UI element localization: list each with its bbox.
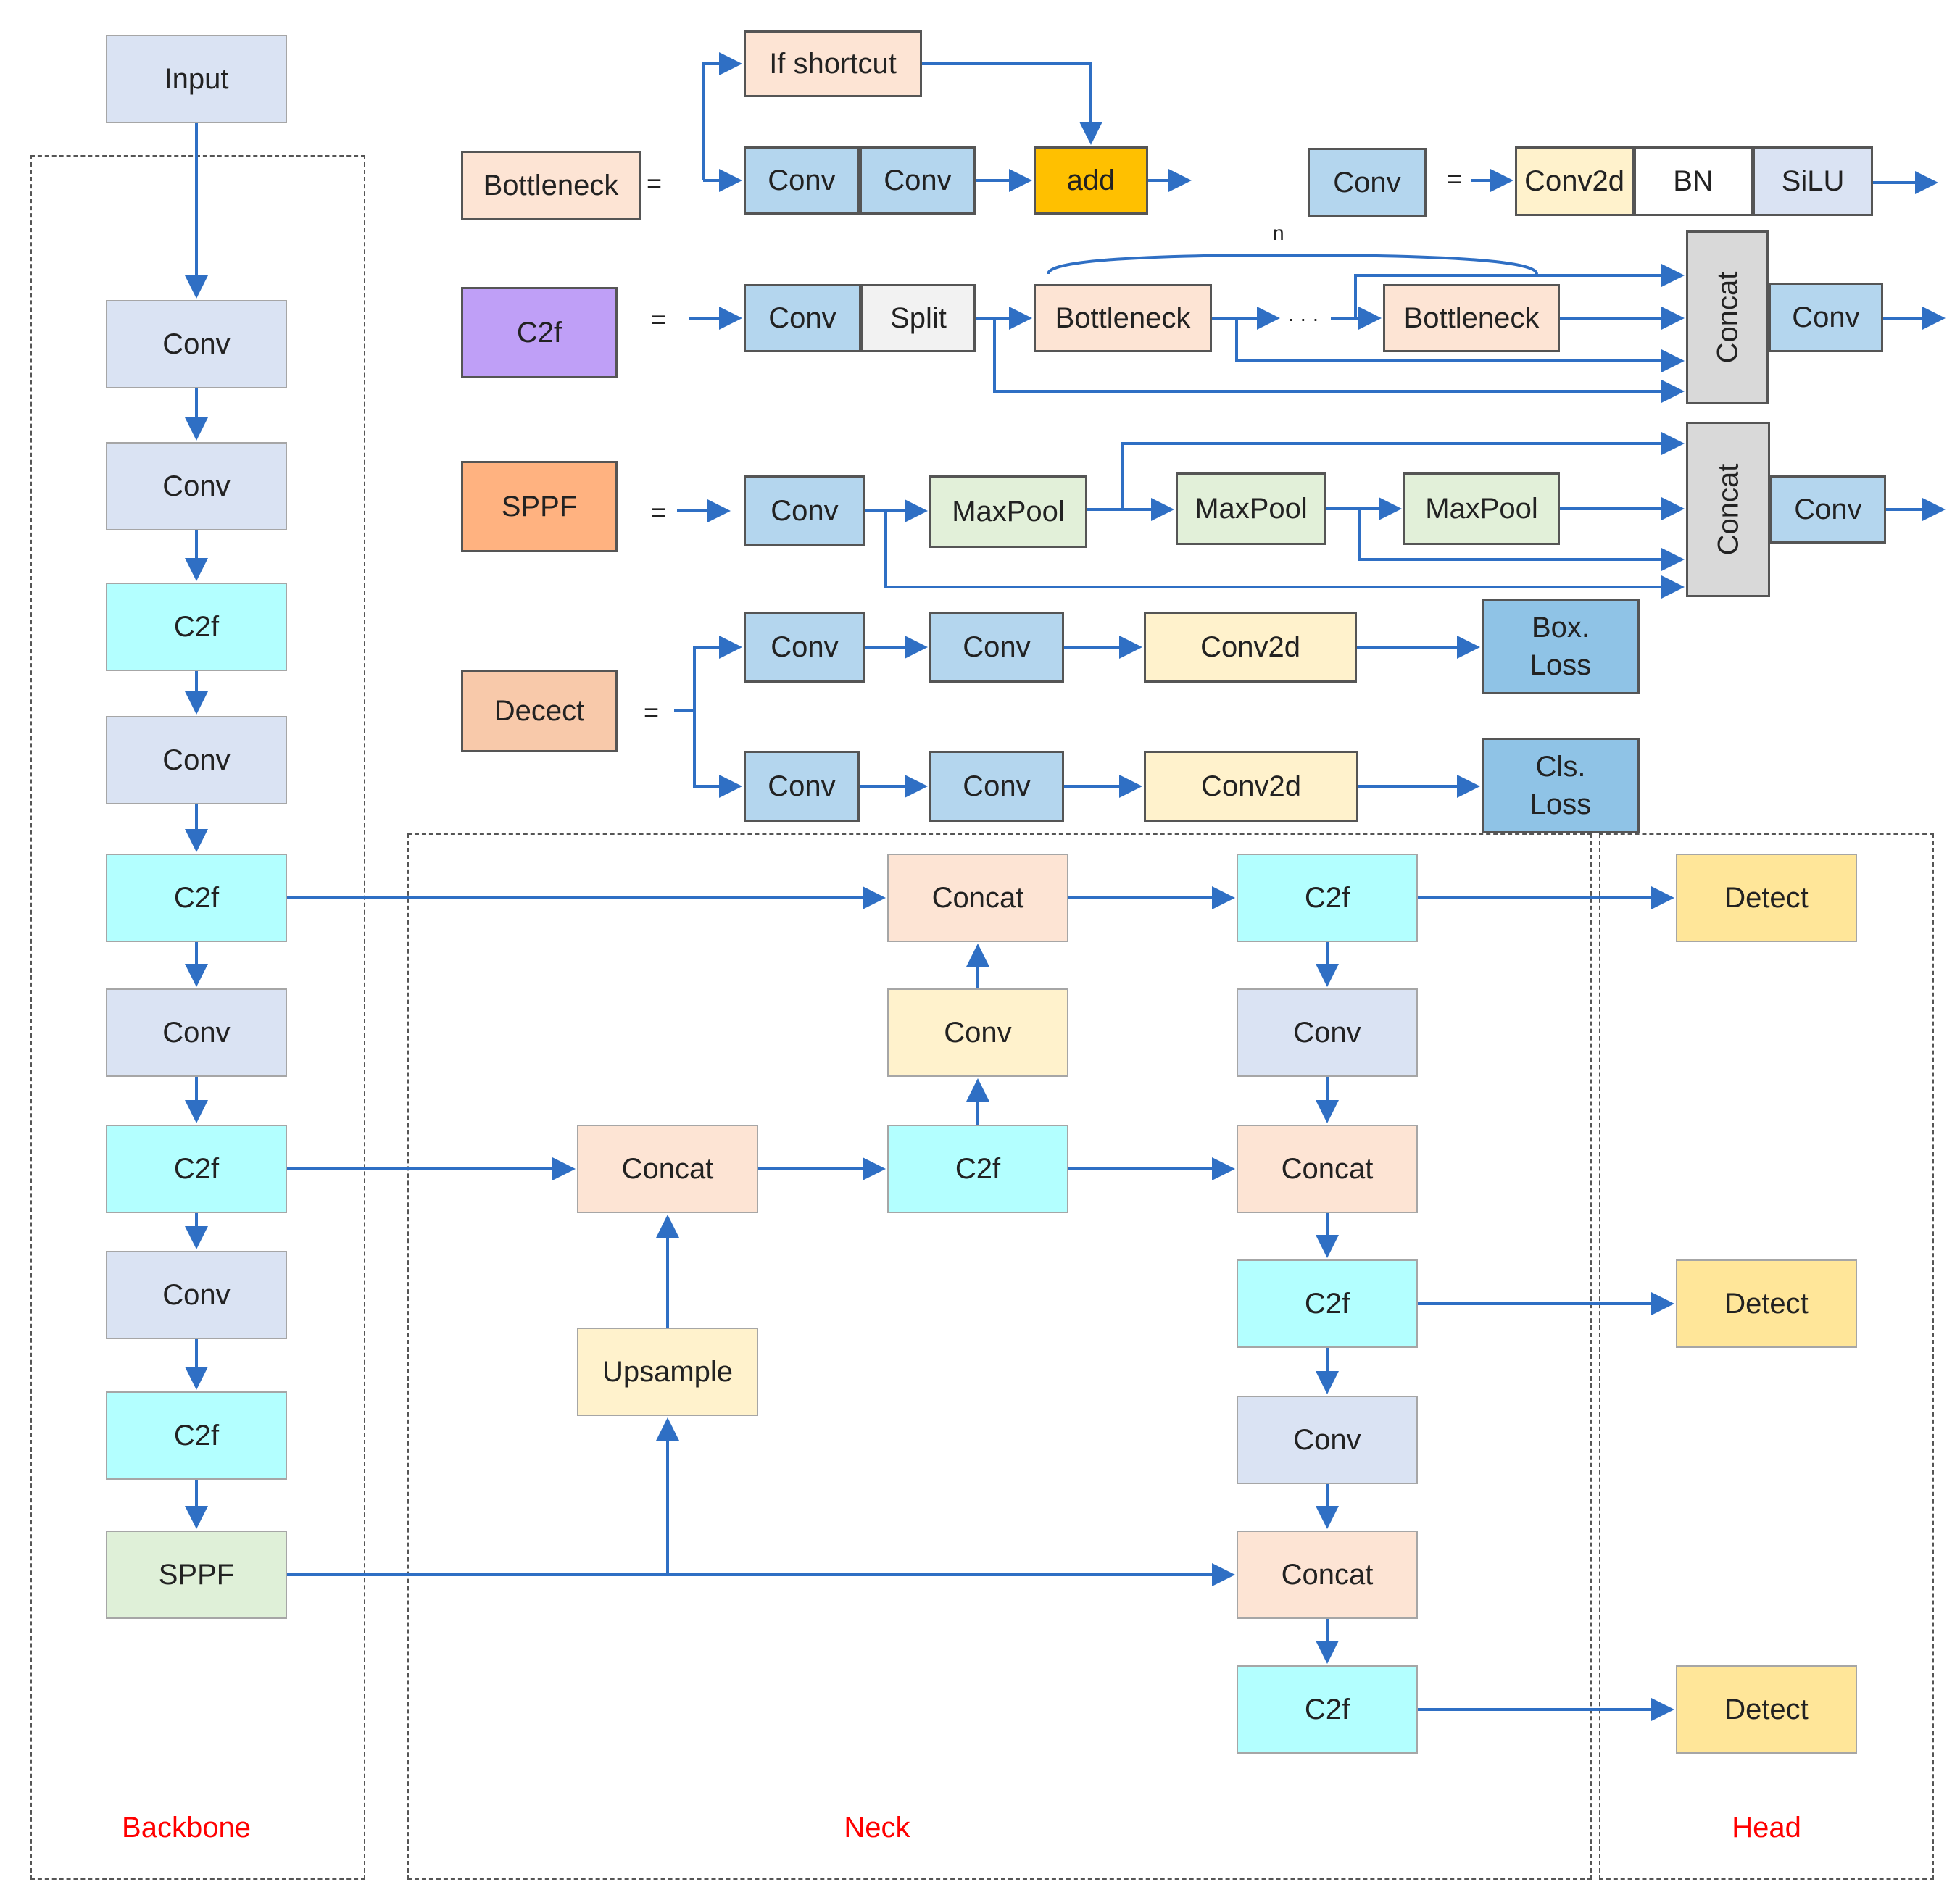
- backbone-c2f-4: C2f: [106, 1391, 287, 1480]
- head-detect-2: Detect: [1676, 1259, 1857, 1348]
- neck-c2f-mid: C2f: [887, 1125, 1068, 1213]
- conv-silu: SiLU: [1753, 146, 1873, 216]
- backbone-conv-5: Conv: [106, 1251, 287, 1339]
- neck-c2f-right-1: C2f: [1237, 854, 1418, 942]
- legend-c2f-name: C2f: [461, 287, 618, 378]
- detect-cls-loss: Cls. Loss: [1482, 738, 1640, 833]
- head-detect-3: Detect: [1676, 1665, 1857, 1754]
- neck-concat-right-1: Concat: [1237, 1125, 1418, 1213]
- c2f-split-concat: [993, 318, 1685, 403]
- neck-conv-right-2: Conv: [1237, 1396, 1418, 1484]
- detect-conv-a1: Conv: [744, 612, 865, 683]
- sppf-conv-concat: [884, 511, 1685, 599]
- sppf-maxpool-2: MaxPool: [1176, 472, 1326, 545]
- sppf-conv-out: Conv: [1770, 475, 1886, 544]
- neck-label: Neck: [844, 1812, 910, 1844]
- legend-detect-name: Decect: [461, 670, 618, 752]
- c2f-conv-out: Conv: [1769, 283, 1883, 352]
- sppf-equals: =: [651, 497, 667, 527]
- neck-concat-right-2: Concat: [1237, 1531, 1418, 1619]
- bn-shortcut-add: [922, 62, 1102, 145]
- detect-conv-b1: Conv: [744, 751, 860, 822]
- neck-concat-mid: Concat: [577, 1125, 758, 1213]
- bottleneck-conv-b: Conv: [860, 146, 976, 215]
- c2f-equals: =: [651, 304, 667, 334]
- bottleneck-if-shortcut: If shortcut: [744, 30, 922, 97]
- legend-conv-name: Conv: [1308, 148, 1427, 217]
- head-region: [1599, 833, 1934, 1880]
- bottleneck-add: add: [1034, 146, 1148, 215]
- legend-sppf-name: SPPF: [461, 461, 618, 552]
- backbone-c2f-1: C2f: [106, 583, 287, 671]
- sppf-maxpool-3: MaxPool: [1403, 472, 1560, 545]
- backbone-input: Input: [106, 35, 287, 123]
- c2f-concat: Concat: [1686, 230, 1769, 404]
- backbone-conv-3: Conv: [106, 716, 287, 804]
- sppf-conv-in: Conv: [744, 475, 865, 546]
- detect-box-loss: Box. Loss: [1482, 599, 1640, 694]
- detect-conv-b2: Conv: [929, 751, 1064, 822]
- backbone-sppf: SPPF: [106, 1531, 287, 1619]
- backbone-conv-4: Conv: [106, 988, 287, 1077]
- detect-conv2d-b: Conv2d: [1144, 751, 1358, 822]
- detect-equals: =: [644, 697, 660, 727]
- c2f-bottleneck-2: Bottleneck: [1383, 284, 1560, 352]
- c2f-n-bracket: [1047, 253, 1538, 275]
- conv-conv2d: Conv2d: [1515, 146, 1634, 216]
- backbone-conv-1: Conv: [106, 300, 287, 388]
- c2f-b1-concat: [1235, 318, 1685, 372]
- neck-c2f-right-3: C2f: [1237, 1665, 1418, 1754]
- detect-box-loss-text: Box. Loss: [1529, 612, 1592, 681]
- detect-conv2d-a: Conv2d: [1144, 612, 1357, 683]
- c2f-bottleneck-1: Bottleneck: [1034, 284, 1212, 352]
- det-fork-up: [693, 636, 742, 710]
- c2f-split: Split: [861, 284, 976, 352]
- det-fork-down: [693, 710, 742, 798]
- c2f-dots: · · ·: [1287, 307, 1319, 330]
- sppf-mp2-concat: [1358, 509, 1685, 571]
- neck-upsample: Upsample: [577, 1328, 758, 1416]
- neck-region: [407, 833, 1592, 1880]
- backbone-label: Backbone: [122, 1812, 251, 1844]
- neck-conv-right-1: Conv: [1237, 988, 1418, 1077]
- sppf-mp1-concat: [1121, 432, 1685, 509]
- neck-c2f-right-2: C2f: [1237, 1259, 1418, 1348]
- c2f-loop-concat: [1354, 264, 1685, 318]
- head-detect-1: Detect: [1676, 854, 1857, 942]
- detect-conv-a2: Conv: [929, 612, 1064, 683]
- conv-bn: BN: [1634, 146, 1753, 216]
- neck-conv-up: Conv: [887, 988, 1068, 1077]
- detect-cls-loss-text: Cls. Loss: [1529, 751, 1592, 820]
- conv-equals: =: [1447, 164, 1463, 193]
- sppf-maxpool-1: MaxPool: [929, 475, 1087, 548]
- neck-concat-top: Concat: [887, 854, 1068, 942]
- backbone-c2f-3: C2f: [106, 1125, 287, 1213]
- bottleneck-conv-a: Conv: [744, 146, 860, 215]
- bn-fork-up: [702, 52, 742, 180]
- bottleneck-equals: =: [647, 168, 663, 198]
- c2f-n-label: n: [1273, 222, 1284, 244]
- sppf-concat: Concat: [1686, 422, 1770, 597]
- head-label: Head: [1732, 1812, 1801, 1844]
- backbone-conv-2: Conv: [106, 442, 287, 530]
- backbone-c2f-2: C2f: [106, 854, 287, 942]
- legend-bottleneck-name: Bottleneck: [461, 151, 641, 220]
- c2f-conv-in: Conv: [744, 284, 861, 352]
